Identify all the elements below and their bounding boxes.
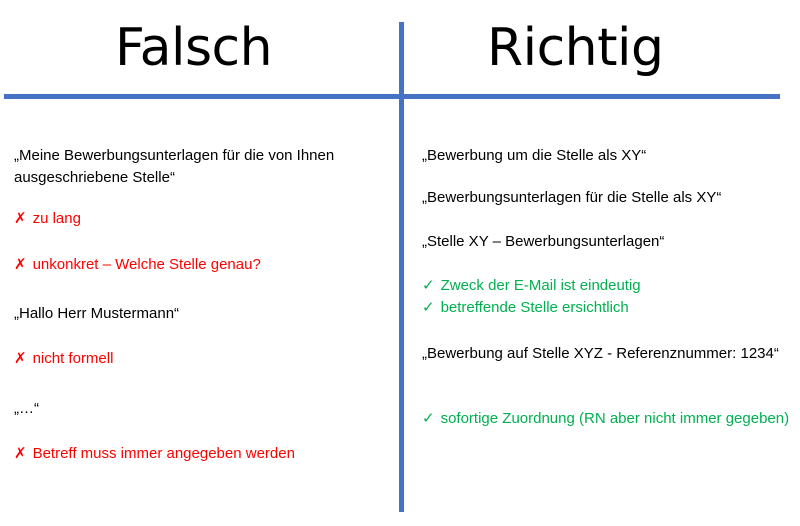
left-note-2-text: unkonkret – Welche Stelle genau? xyxy=(32,256,261,273)
right-note-2: ✓ betreffende Stelle ersichtlich xyxy=(422,297,792,319)
right-example-2: „Bewerbungsunterlagen für die Stelle als… xyxy=(422,189,722,206)
right-example-4: „Bewerbung auf Stelle XYZ - Referenznumm… xyxy=(422,345,779,362)
heading-richtig: Richtig xyxy=(487,18,664,78)
right-note-3-text: sofortige Zuordnung (RN aber nicht immer… xyxy=(440,410,790,427)
left-note-4-text: Betreff muss immer angegeben werden xyxy=(32,445,295,462)
right-note-3: ✓ sofortige Zuordnung (RN aber nicht imme… xyxy=(422,408,792,430)
check-icon: ✓ xyxy=(422,410,435,427)
cross-icon: ✗ xyxy=(14,210,27,227)
right-note-1-text: Zweck der E-Mail ist eindeutig xyxy=(440,277,641,294)
cross-icon: ✗ xyxy=(14,350,27,367)
check-icon: ✓ xyxy=(422,277,435,294)
left-example-2: „Hallo Herr Mustermann“ xyxy=(14,305,180,322)
left-note-1: ✗ zu lang xyxy=(14,208,389,230)
left-example-3: „…“ xyxy=(14,400,39,417)
left-note-1-text: zu lang xyxy=(32,210,81,227)
left-note-3: ✗ nicht formell xyxy=(14,348,389,370)
right-example-1: „Bewerbung um die Stelle als XY“ xyxy=(422,147,647,164)
left-example-1: „Meine Bewerbungsunterlagen für die von … xyxy=(14,147,335,186)
left-note-3-text: nicht formell xyxy=(32,350,114,367)
left-note-2: ✗ unkonkret – Welche Stelle genau? xyxy=(14,254,389,276)
left-note-4: ✗ Betreff muss immer angegeben werden xyxy=(14,443,389,465)
cross-icon: ✗ xyxy=(14,445,27,462)
right-example-3: „Stelle XY – Bewerbungsunterlagen“ xyxy=(422,233,665,250)
right-note-2-text: betreffende Stelle ersichtlich xyxy=(440,299,629,316)
cross-icon: ✗ xyxy=(14,256,27,273)
horizontal-divider xyxy=(4,94,780,99)
right-note-1: ✓ Zweck der E-Mail ist eindeutig xyxy=(422,275,792,297)
vertical-divider xyxy=(399,22,404,512)
check-icon: ✓ xyxy=(422,299,435,316)
heading-falsch: Falsch xyxy=(115,18,273,78)
